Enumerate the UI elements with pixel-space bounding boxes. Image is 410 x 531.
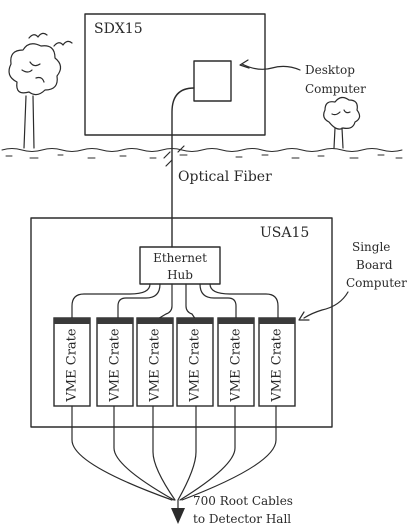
optical-fiber-line <box>171 87 195 248</box>
underground-building-label: USA15 <box>260 225 309 241</box>
vme-crate: VME Crate <box>217 317 255 407</box>
vme-crate-label: VME Crate <box>270 328 285 402</box>
arrow-head-icon <box>239 59 250 69</box>
root-cables <box>71 405 277 519</box>
cables-label-line1: 700 Root Cables <box>193 494 293 508</box>
network-cables <box>71 283 279 321</box>
sbc-label-line1: Single <box>352 240 390 254</box>
bird-icon <box>28 32 48 39</box>
ethernet-hub-label-line2: Hub <box>167 268 193 282</box>
vme-crate-label: VME Crate <box>65 328 80 402</box>
arrow-head-icon <box>171 508 185 524</box>
sbc-module <box>97 318 133 324</box>
vme-crate-label: VME Crate <box>148 328 163 402</box>
desktop-computer <box>193 60 232 102</box>
vme-crate: VME Crate <box>53 317 91 407</box>
sbc-module <box>54 318 90 324</box>
vme-crates: VME Crate VME Crate VME Crate VME Crate VME … <box>53 317 296 407</box>
cables-label-line2: to Detector Hall <box>193 512 291 526</box>
surface-building-label: SDX15 <box>94 21 143 37</box>
arrow-head-icon <box>298 311 310 321</box>
sbc-module <box>259 318 295 324</box>
sbc-pointer <box>303 291 349 319</box>
ethernet-hub <box>139 246 221 285</box>
bird-icon <box>53 40 73 47</box>
vme-crate-label: VME Crate <box>108 328 123 402</box>
ethernet-hub-label-line1: Ethernet <box>153 251 207 265</box>
vme-crate: VME Crate <box>176 317 214 407</box>
desktop-label-line1: Desktop <box>305 63 355 77</box>
optical-fiber-label: Optical Fiber <box>178 169 272 185</box>
desktop-pointer <box>241 63 301 71</box>
tree-icon <box>323 96 361 149</box>
vme-crate: VME Crate <box>136 317 174 407</box>
sbc-module <box>137 318 173 324</box>
sbc-label-line3: Computer <box>346 276 407 290</box>
vme-crate-label: VME Crate <box>188 328 203 402</box>
fiber-break-mark <box>163 145 185 167</box>
ground-line <box>1 148 403 159</box>
underground-building <box>30 217 333 428</box>
vme-crate: VME Crate <box>258 317 296 407</box>
sbc-module <box>218 318 254 324</box>
desktop-label-line2: Computer <box>305 82 366 96</box>
tree-icon <box>8 43 62 149</box>
sbc-module <box>177 318 213 324</box>
sbc-label-line2: Board <box>356 258 393 272</box>
vme-crate-label: VME Crate <box>229 328 244 402</box>
vme-crate: VME Crate <box>96 317 134 407</box>
surface-building <box>84 13 266 136</box>
